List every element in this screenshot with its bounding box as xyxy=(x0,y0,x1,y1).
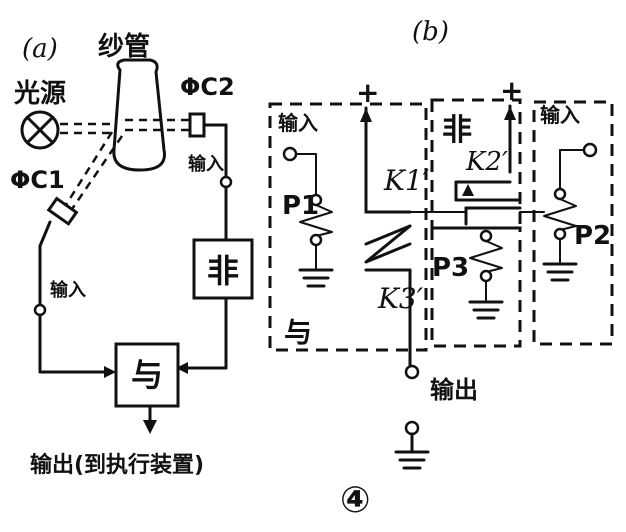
yarn-tube-shape xyxy=(112,58,166,172)
not-group-box-lower xyxy=(430,226,522,348)
tube-label: 纱管 xyxy=(98,32,150,62)
reflected-beam-1 xyxy=(62,131,114,209)
not-gate-box xyxy=(192,238,254,300)
ground-icon xyxy=(394,450,430,470)
photocell-c2-icon xyxy=(188,112,206,138)
arrow-up-icon xyxy=(360,108,372,122)
not-gate-label: 非 xyxy=(207,252,239,290)
arrow-down-icon xyxy=(143,420,157,434)
k3-label: K3′ xyxy=(377,282,424,315)
coil-p3 xyxy=(469,240,503,273)
and-group-box xyxy=(268,102,428,352)
output-b-terminal xyxy=(404,364,420,380)
part-a-label: (a) xyxy=(22,34,58,64)
arrow-icon xyxy=(176,362,188,374)
b-input-1-label: 输入 xyxy=(278,111,318,135)
arrow-up-icon xyxy=(504,106,516,120)
light-source-label: 光源 xyxy=(13,79,66,109)
output-a-label: 输出(到执行装置) xyxy=(30,452,204,478)
figure-number: ④ xyxy=(340,480,370,521)
c2-input-label: 输入 xyxy=(188,153,224,175)
arrow-icon xyxy=(104,366,116,378)
p1-label: P1 xyxy=(282,191,319,221)
phi-c2-label: ΦC2 xyxy=(180,73,235,101)
and-gate-box xyxy=(114,342,180,408)
k1-label: K1′ xyxy=(383,164,430,197)
c1-input-label: 输入 xyxy=(50,279,86,301)
k2-label: K2′ xyxy=(465,147,508,177)
p2-label: P2 xyxy=(574,221,611,251)
phi-c1-label: ΦC1 xyxy=(10,166,65,194)
contact-k1-k3 xyxy=(364,224,412,264)
coil-p1 xyxy=(299,204,333,237)
b-and-label: 与 xyxy=(284,316,312,349)
input-1-terminal xyxy=(282,146,298,162)
b-not-label: 非 xyxy=(442,113,472,148)
p3-label: P3 xyxy=(432,253,469,283)
photocell-c1-icon xyxy=(46,196,79,226)
output-b-label: 输出 xyxy=(430,376,478,404)
part-b-label: (b) xyxy=(412,17,449,47)
lamp-icon xyxy=(20,110,60,150)
coil-p2 xyxy=(543,198,577,231)
ground-icon xyxy=(468,300,504,320)
b-input-2-label: 输入 xyxy=(540,103,580,127)
ground-icon xyxy=(542,262,578,282)
ground-icon xyxy=(298,268,334,288)
and-gate-label: 与 xyxy=(131,356,163,394)
arrow-icon xyxy=(462,184,474,196)
input-2-terminal xyxy=(582,142,598,158)
plus-2-label: + xyxy=(500,74,523,107)
plus-1-label: + xyxy=(356,76,379,109)
